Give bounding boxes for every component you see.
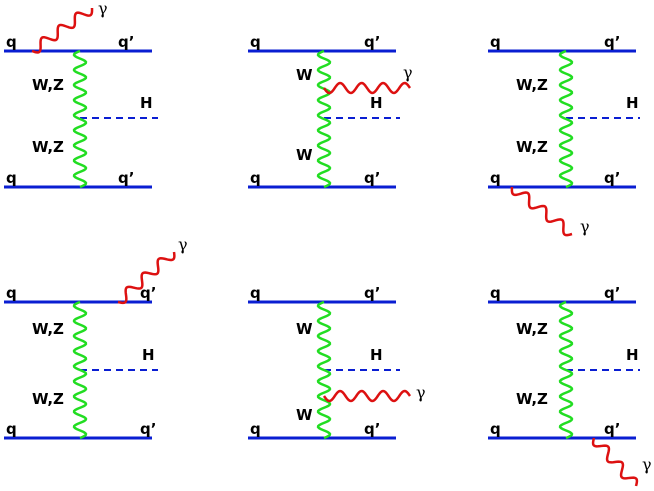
- photon-line: [510, 186, 573, 237]
- higgs-label: H: [142, 346, 155, 364]
- diagram-3: q q’ q q’ W,Z W,Z H γ: [488, 33, 640, 237]
- quark-out-label-top: q’: [364, 33, 380, 51]
- higgs-label: H: [370, 346, 383, 364]
- photon-label: γ: [178, 235, 188, 254]
- quark-out-label-bottom: q’: [364, 169, 380, 187]
- photon-line: [322, 389, 412, 403]
- quark-out-label-top: q’: [118, 33, 134, 51]
- boson-label-lower: W,Z: [516, 138, 548, 156]
- quark-in-label-top: q: [6, 33, 17, 51]
- quark-in-label-bottom: q: [6, 420, 17, 438]
- quark-out-label-bottom: q’: [604, 420, 620, 438]
- higgs-label: H: [140, 94, 153, 112]
- boson-label-lower: W: [296, 146, 313, 164]
- boson-label-lower: W,Z: [516, 390, 548, 408]
- w-boson-propagator: [316, 300, 332, 440]
- quark-in-label-bottom: q: [490, 420, 501, 438]
- photon-label: γ: [403, 63, 413, 82]
- quark-in-label-bottom: q: [250, 420, 261, 438]
- boson-label-lower: W,Z: [32, 390, 64, 408]
- quark-out-label-top: q’: [364, 284, 380, 302]
- quark-in-label-bottom: q: [490, 169, 501, 187]
- wz-boson-propagator: [72, 300, 88, 440]
- quark-out-label-top: q’: [604, 33, 620, 51]
- boson-label-upper: W,Z: [32, 320, 64, 338]
- w-boson-propagator: [316, 49, 332, 189]
- boson-label-upper: W,Z: [32, 76, 64, 94]
- quark-in-label-top: q: [490, 33, 501, 51]
- diagram-6: q q’ q q’ W,Z W,Z H γ: [488, 284, 652, 487]
- wz-boson-propagator: [72, 49, 88, 189]
- quark-out-label-bottom: q’: [140, 420, 156, 438]
- photon-line: [31, 7, 94, 54]
- photon-line: [591, 437, 639, 487]
- quark-out-label-bottom: q’: [364, 420, 380, 438]
- quark-out-label-bottom: q’: [604, 169, 620, 187]
- photon-label: γ: [642, 455, 652, 474]
- quark-out-label-top: q’: [140, 284, 156, 302]
- photon-label: γ: [416, 383, 426, 402]
- boson-label-upper: W,Z: [516, 76, 548, 94]
- photon-line: [117, 251, 176, 305]
- diagram-1: q q’ q q’ W,Z W,Z H γ: [4, 0, 158, 189]
- quark-in-label-top: q: [6, 284, 17, 302]
- boson-label-upper: W: [296, 66, 313, 84]
- diagram-2: q q’ q q’ W W H γ: [248, 33, 413, 189]
- boson-label-upper: W,Z: [516, 320, 548, 338]
- quark-out-label-top: q’: [604, 284, 620, 302]
- quark-out-label-bottom: q’: [118, 169, 134, 187]
- quark-in-label-bottom: q: [6, 169, 17, 187]
- quark-in-label-top: q: [250, 284, 261, 302]
- boson-label-lower: W,Z: [32, 138, 64, 156]
- higgs-label: H: [626, 94, 639, 112]
- diagram-5: q q’ q q’ W W H γ: [248, 284, 426, 440]
- wz-boson-propagator: [558, 49, 574, 189]
- wz-boson-propagator: [558, 300, 574, 440]
- higgs-label: H: [626, 346, 639, 364]
- higgs-label: H: [370, 94, 383, 112]
- boson-label-upper: W: [296, 320, 313, 338]
- boson-label-lower: W: [296, 406, 313, 424]
- quark-in-label-bottom: q: [250, 169, 261, 187]
- photon-label: γ: [580, 217, 590, 236]
- quark-in-label-top: q: [490, 284, 501, 302]
- photon-label: γ: [98, 0, 108, 18]
- quark-in-label-top: q: [250, 33, 261, 51]
- diagram-4: q q’ q q’ W,Z W,Z H γ: [4, 235, 188, 440]
- photon-line: [322, 81, 412, 95]
